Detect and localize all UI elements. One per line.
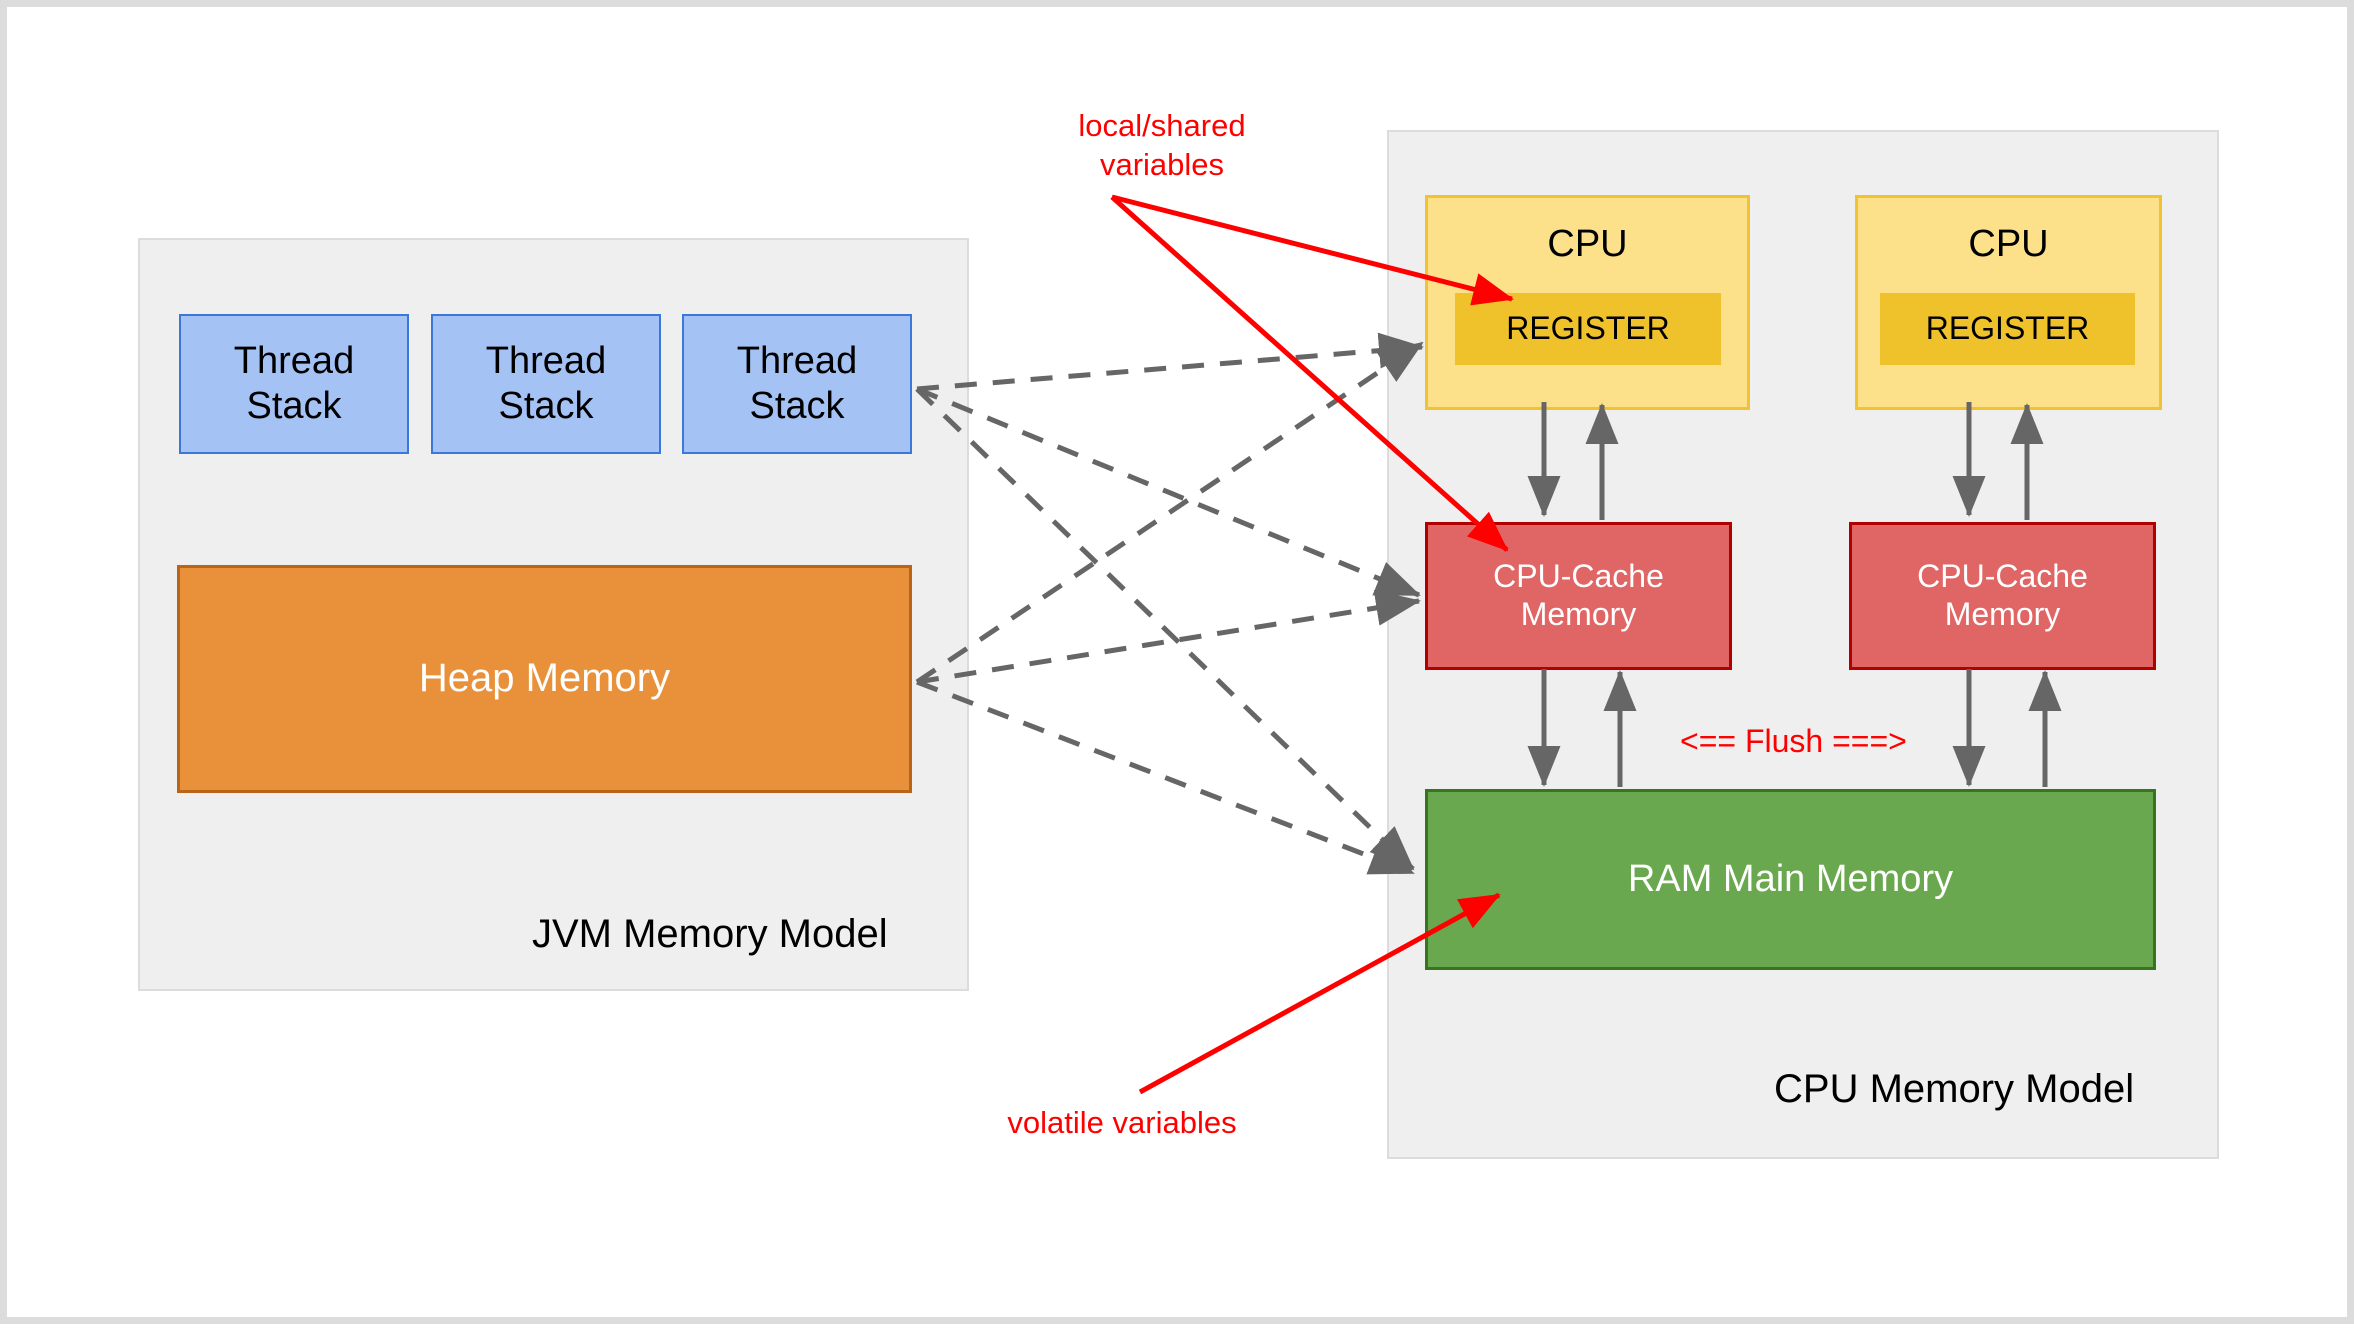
local-shared-variables-annotation: local/shared variables <box>1078 108 1246 182</box>
jvm-panel-title: JVM Memory Model <box>532 912 888 956</box>
dashed-arrow-heap-to-register <box>915 340 1424 685</box>
heap-memory-box: Heap Memory <box>177 565 912 793</box>
dashed-arrow-threadstack-to-ram <box>915 387 1415 871</box>
thread-stack-box-3: Thread Stack <box>682 314 912 454</box>
dashed-arrow-threadstack-to-register <box>916 332 1424 392</box>
cpu-cache-box-2: CPU-Cache Memory <box>1849 522 2156 670</box>
dashed-arrow-threadstack-to-cache <box>916 386 1421 598</box>
cpu-box-1: CPU REGISTER <box>1425 195 1750 410</box>
cpu-cache-label-2: CPU-Cache Memory <box>1917 558 2088 632</box>
register-label-1: REGISTER <box>1506 310 1670 347</box>
register-box-1: REGISTER <box>1455 293 1721 365</box>
heap-memory-label: Heap Memory <box>418 656 671 701</box>
ram-main-memory-box: RAM Main Memory <box>1425 789 2156 970</box>
cpu-label-1: CPU <box>1547 223 1628 265</box>
cpu-cache-box-1: CPU-Cache Memory <box>1425 522 1732 670</box>
ram-main-memory-label: RAM Main Memory <box>1627 858 1954 901</box>
dashed-arrow-heap-to-ram <box>916 679 1415 876</box>
thread-stack-box-2: Thread Stack <box>431 314 661 454</box>
thread-stack-label-1: Thread Stack <box>233 340 355 427</box>
flush-annotation-label: <== Flush ===> <box>1680 723 1907 759</box>
cpu-panel-title: CPU Memory Model <box>1774 1067 2135 1111</box>
register-label-2: REGISTER <box>1925 310 2090 347</box>
thread-stack-label-2: Thread Stack <box>485 340 607 427</box>
cpu-box-2: CPU REGISTER <box>1855 195 2162 410</box>
thread-stack-label-3: Thread Stack <box>736 340 858 427</box>
dashed-arrow-heap-to-cache <box>916 590 1421 685</box>
register-box-2: REGISTER <box>1880 293 2135 365</box>
cpu-label-2: CPU <box>1968 223 2049 265</box>
cpu-cache-label-1: CPU-Cache Memory <box>1493 558 1664 632</box>
volatile-variables-annotation: volatile variables <box>1007 1105 1237 1140</box>
thread-stack-box-1: Thread Stack <box>179 314 409 454</box>
